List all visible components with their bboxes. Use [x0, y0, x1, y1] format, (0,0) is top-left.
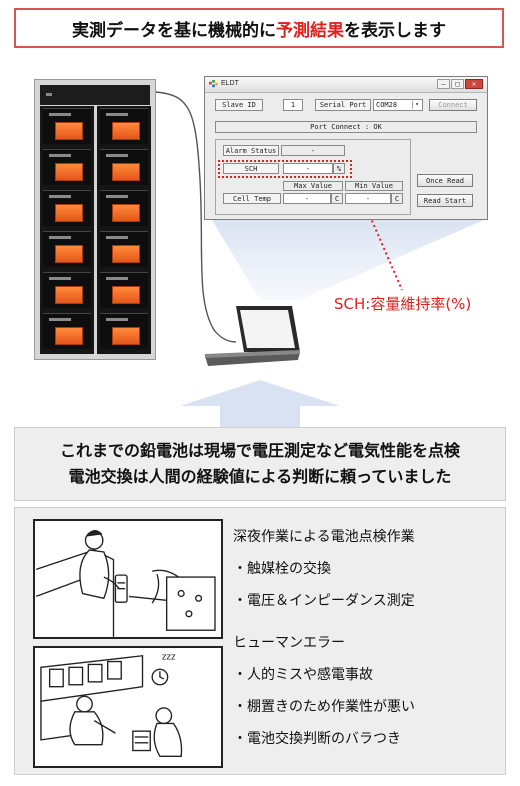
app-icon: [209, 80, 218, 88]
minimize-button[interactable]: –: [437, 79, 450, 89]
display-beam: [212, 220, 484, 300]
title-suffix: を表示します: [344, 20, 446, 41]
port-connect-status: Port Connect : OK: [215, 121, 477, 133]
worker-checking-battery-illustration: [35, 529, 216, 637]
serial-port-select[interactable]: COM28 ▾: [373, 99, 423, 111]
cell-temp-max: -: [283, 193, 331, 204]
sch-highlight-box: [218, 160, 352, 178]
alarm-status-label: Alarm Status: [223, 145, 279, 156]
min-value-header: Min Value: [345, 181, 403, 191]
close-button[interactable]: ✕: [465, 79, 483, 89]
window-title: ELDT: [221, 80, 239, 87]
serial-port-label: Serial Port: [315, 99, 371, 111]
battery-module: [43, 313, 91, 349]
battery-module: [43, 272, 91, 308]
message-box: これまでの鉛電池は現場で電圧測定など電気性能を点検 電池交換は人間の経験値による…: [14, 427, 506, 501]
read-start-button[interactable]: Read Start: [417, 194, 473, 207]
sch-caption: SCH:容量維持率(%): [334, 295, 472, 313]
cell-temp-min: -: [345, 193, 391, 204]
battery-module: [43, 190, 91, 226]
battery-rack: [34, 79, 156, 360]
once-read-button[interactable]: Once Read: [417, 174, 473, 187]
svg-text:zzz: zzz: [162, 653, 176, 663]
battery-module: [100, 313, 148, 349]
eldt-app-window: ELDT – □ ✕ Slave ID 1 Serial Port COM28 …: [204, 76, 488, 220]
battery-module: [100, 272, 148, 308]
sch-label: SCH: [223, 163, 279, 174]
human-error-heading: ヒューマンエラー: [233, 635, 345, 651]
night-work-heading: 深夜作業による電池点検作業: [233, 529, 415, 545]
human-error-illustration: zzz: [33, 646, 223, 768]
window-titlebar: ELDT – □ ✕: [205, 77, 487, 93]
human-error-item-1: ・人的ミスや感電事故: [233, 667, 373, 683]
battery-module: [43, 149, 91, 185]
serial-port-value: COM28: [376, 101, 398, 109]
slave-id-field[interactable]: 1: [283, 99, 303, 111]
bottom-panel: zzz 深夜作業による電池点検作業 ・触媒栓の交換 ・電圧＆インピーダンス測定 …: [14, 507, 506, 775]
readout-group: [215, 139, 411, 215]
cell-temp-max-unit: C: [331, 193, 343, 204]
message-line-2: 電池交換は人間の経験値による判断に頼っていました: [68, 467, 452, 486]
human-error-item-3: ・電池交換判断のバラつき: [233, 731, 401, 747]
sch-unit: %: [333, 163, 345, 174]
cell-temp-min-unit: C: [391, 193, 403, 204]
rack-column-left: [40, 106, 94, 354]
maximize-button[interactable]: □: [451, 79, 464, 89]
battery-module: [43, 231, 91, 267]
battery-module: [43, 108, 91, 144]
rack-controller: [40, 85, 150, 105]
chevron-down-icon: ▾: [412, 101, 421, 109]
night-work-item-1: ・触媒栓の交換: [233, 561, 331, 577]
alarm-status-value: -: [281, 145, 345, 156]
battery-module: [100, 108, 148, 144]
message-line-1: これまでの鉛電池は現場で電圧測定など電気性能を点検: [59, 441, 460, 460]
title-banner: 実測データを基に機械的に予測結果を表示します: [14, 8, 504, 48]
battery-module: [100, 149, 148, 185]
night-work-illustration: [33, 519, 223, 639]
max-value-header: Max Value: [283, 181, 343, 191]
slave-id-label: Slave ID: [215, 99, 263, 111]
human-error-item-2: ・棚置きのため作業性が悪い: [233, 699, 415, 715]
battery-module: [100, 231, 148, 267]
connect-button[interactable]: Connect: [429, 99, 477, 111]
sch-value: -: [283, 163, 333, 174]
night-work-item-2: ・電圧＆インピーダンス測定: [233, 593, 415, 609]
up-arrow-icon: [180, 380, 340, 430]
title-highlight: 予測結果: [276, 20, 344, 41]
rack-column-right: [97, 106, 151, 354]
title-text: 実測データを基に機械的に: [72, 20, 276, 41]
battery-module: [100, 190, 148, 226]
cell-temp-label: Cell Temp: [223, 193, 281, 204]
workers-under-shelf-illustration: zzz: [40, 653, 183, 758]
